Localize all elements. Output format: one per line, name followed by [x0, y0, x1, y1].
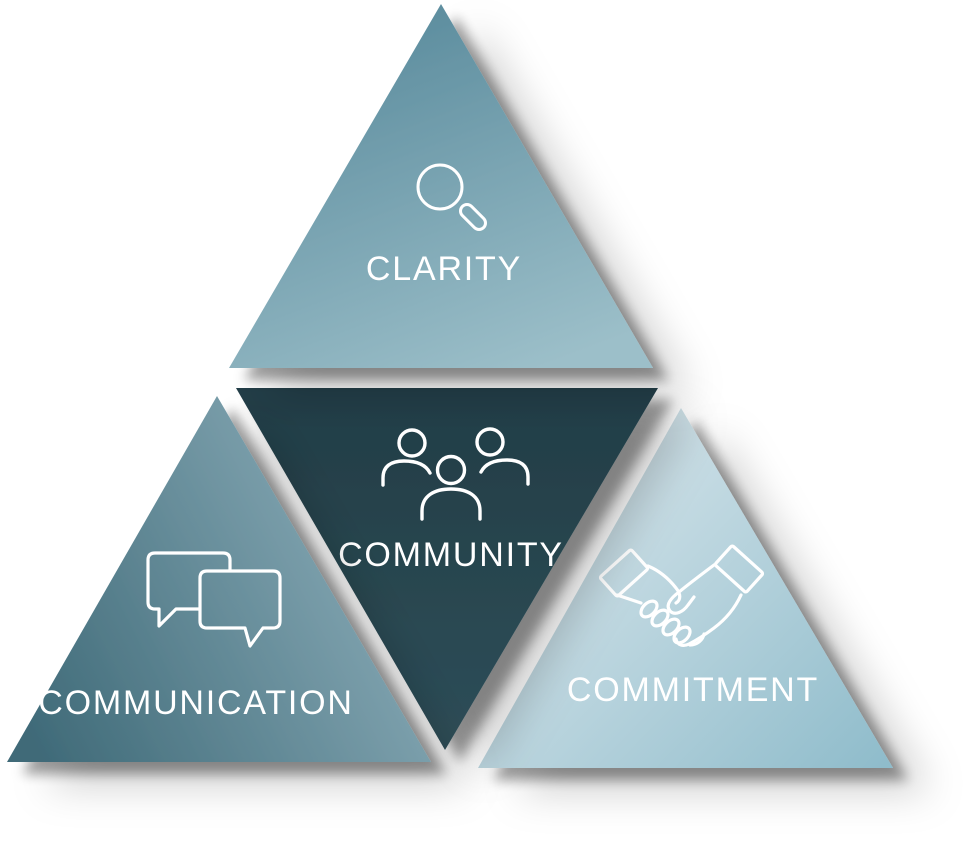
communication-label: COMMUNICATION — [38, 684, 354, 722]
magnifier-icon — [416, 163, 488, 232]
section-communication: COMMUNICATION — [7, 396, 431, 762]
section-community: COMMUNITY — [236, 388, 658, 750]
chat-bubbles-icon — [146, 551, 282, 648]
clarity-label: CLARITY — [366, 250, 522, 288]
community-label: COMMUNITY — [338, 536, 564, 574]
handshake-icon — [598, 544, 765, 647]
triangle-clarity — [229, 4, 653, 368]
triangle-community — [236, 388, 658, 750]
section-clarity: CLARITY — [229, 4, 653, 368]
commitment-label: COMMITMENT — [567, 671, 819, 709]
people-group-icon — [381, 427, 530, 521]
section-commitment: COMMITMENT — [478, 408, 893, 768]
